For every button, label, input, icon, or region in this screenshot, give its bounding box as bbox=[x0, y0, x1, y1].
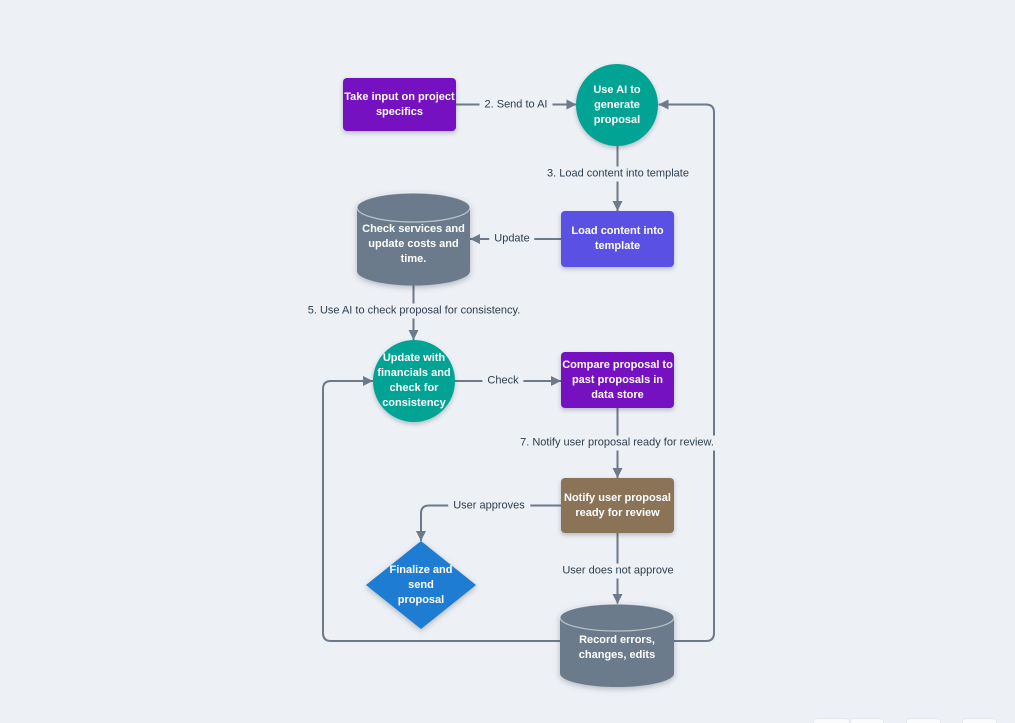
edge-label-user-approves[interactable]: User approves bbox=[448, 498, 530, 514]
node-take-input[interactable]: Take input on project specifics bbox=[343, 78, 456, 131]
node-load-template[interactable]: Load content into template bbox=[561, 211, 674, 267]
node-label: Compare proposal to past proposals in da… bbox=[562, 358, 673, 401]
edge-label-load-content[interactable]: 3. Load content into template bbox=[542, 166, 694, 182]
node-label: Load content into template bbox=[571, 225, 664, 252]
node-finalize-diamond[interactable] bbox=[366, 541, 476, 629]
edge-label-check-consistency[interactable]: 5. Use AI to check proposal for consiste… bbox=[302, 303, 526, 319]
cutoff-button[interactable] bbox=[907, 719, 940, 723]
connector-loop-record-to-use-ai bbox=[658, 99, 715, 642]
node-label: Update with financials and check for con… bbox=[377, 352, 451, 409]
node-label: Use AI to generate proposal bbox=[593, 83, 641, 126]
node-notify-user[interactable]: Notify user proposal ready for review bbox=[561, 478, 674, 533]
node-check-services-cylinder[interactable] bbox=[356, 192, 471, 286]
node-record-errors-cylinder[interactable] bbox=[559, 603, 675, 687]
connector-user-approves bbox=[416, 504, 561, 541]
edge-label-check[interactable]: Check bbox=[482, 373, 524, 389]
cutoff-button[interactable] bbox=[851, 719, 883, 723]
edge-label-notify-ready[interactable]: 7. Notify user proposal ready for review… bbox=[515, 435, 719, 451]
cylinder-top bbox=[559, 603, 675, 632]
node-update-financials[interactable]: Update with financials and check for con… bbox=[373, 340, 455, 422]
cutoff-button[interactable] bbox=[814, 719, 849, 723]
cutoff-button[interactable] bbox=[963, 719, 996, 723]
cylinder-body bbox=[357, 207, 471, 286]
cylinder-body bbox=[560, 617, 674, 687]
edge-label-update[interactable]: Update bbox=[489, 231, 535, 247]
edge-label-send-to-ai[interactable]: 2. Send to AI bbox=[479, 97, 553, 113]
node-compare-proposals[interactable]: Compare proposal to past proposals in da… bbox=[561, 352, 674, 408]
edge-label-user-does-not-approve[interactable]: User does not approve bbox=[557, 563, 679, 579]
node-label: Notify user proposal ready for review bbox=[564, 491, 671, 519]
node-use-ai[interactable]: Use AI to generate proposal bbox=[576, 64, 658, 146]
node-label: Take input on project specifics bbox=[344, 90, 455, 118]
connector-loop-record-to-update bbox=[322, 376, 560, 642]
cylinder-top bbox=[356, 192, 471, 223]
